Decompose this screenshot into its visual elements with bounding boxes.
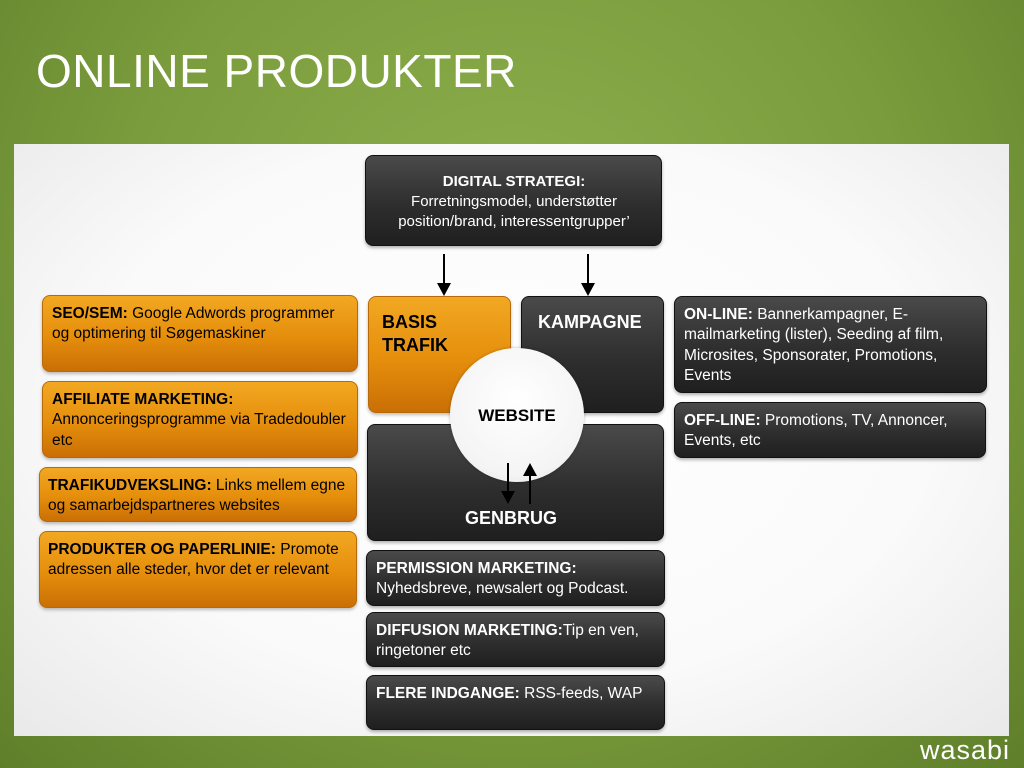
trafikudveksling-text: Links mellem egne og samarbejdspartneres…	[48, 477, 346, 515]
website-label: WEBSITE	[478, 406, 556, 425]
diffusion-marketing-text: Tip en ven, ringetoner etc	[376, 622, 639, 660]
slide-title: ONLINE PRODUKTER	[36, 45, 517, 97]
wasabi-logo: wasabi	[919, 735, 1010, 765]
on-line-text: Bannerkampagner, E-mailmarketing (lister…	[684, 306, 944, 385]
produkter-paperlinie-box: PRODUKTER OG PAPERLINIE: Promote adresse…	[39, 531, 357, 608]
website-circle: WEBSITE	[450, 348, 584, 482]
on-line-box: ON-LINE: Bannerkampagner, E-mailmarketin…	[674, 296, 987, 393]
trafikudveksling-box: TRAFIKUDVEKSLING: Links mellem egne og s…	[39, 467, 357, 522]
off-line-text: Promotions, TV, Annoncer, Events, etc	[684, 412, 948, 450]
seo-sem-text: Google Adwords programmer og optimering …	[52, 305, 335, 343]
digital-strategy-text: Forretningsmodel, understøtter position/…	[398, 192, 630, 230]
diffusion-marketing-label: DIFFUSION MARKETING:	[376, 622, 563, 639]
on-line-label: ON-LINE:	[684, 306, 753, 323]
diffusion-marketing-box: DIFFUSION MARKETING:Tip en ven, ringeton…	[366, 612, 665, 667]
seo-sem-label: SEO/SEM:	[52, 305, 128, 322]
arrow-strategy-to-kampagne-head	[581, 283, 595, 296]
affiliate-marketing-label: AFFILIATE MARKETING:	[52, 391, 234, 408]
arrow-genbrug-to-website-head	[523, 463, 537, 476]
off-line-label: OFF-LINE:	[684, 412, 761, 429]
arrow-strategy-to-basis-head	[437, 283, 451, 296]
permission-marketing-box: PERMISSION MARKETING: Nyhedsbreve, newsa…	[366, 550, 665, 606]
permission-marketing-label: PERMISSION MARKETING:	[376, 560, 577, 577]
arrow-website-to-genbrug-head	[501, 491, 515, 504]
affiliate-marketing-text: Annonceringsprogramme via Tradedoubler e…	[52, 411, 346, 449]
basis-trafik-label: BASIS TRAFIK	[382, 312, 448, 356]
seo-sem-box: SEO/SEM: Google Adwords programmer og op…	[42, 295, 358, 372]
genbrug-label: GENBRUG	[465, 508, 558, 528]
flere-indgange-label: FLERE INDGANGE:	[376, 685, 520, 702]
flere-indgange-text: RSS-feeds, WAP	[519, 685, 643, 702]
trafikudveksling-label: TRAFIKUDVEKSLING:	[48, 477, 212, 494]
permission-marketing-text: Nyhedsbreve, newsalert og Podcast.	[376, 580, 629, 598]
off-line-box: OFF-LINE: Promotions, TV, Annoncer, Even…	[674, 402, 986, 458]
flere-indgange-box: FLERE INDGANGE: RSS-feeds, WAP	[366, 675, 665, 730]
digital-strategy-box: DIGITAL STRATEGI: Forretningsmodel, unde…	[365, 155, 662, 246]
digital-strategy-heading: DIGITAL STRATEGI:	[442, 173, 586, 190]
affiliate-marketing-box: AFFILIATE MARKETING: Annonceringsprogram…	[42, 381, 358, 458]
produkter-paperlinie-text: Promote adressen alle steder, hvor det e…	[48, 541, 339, 579]
kampagne-label: KAMPAGNE	[538, 312, 642, 332]
produkter-paperlinie-label: PRODUKTER OG PAPERLINIE:	[48, 541, 276, 558]
